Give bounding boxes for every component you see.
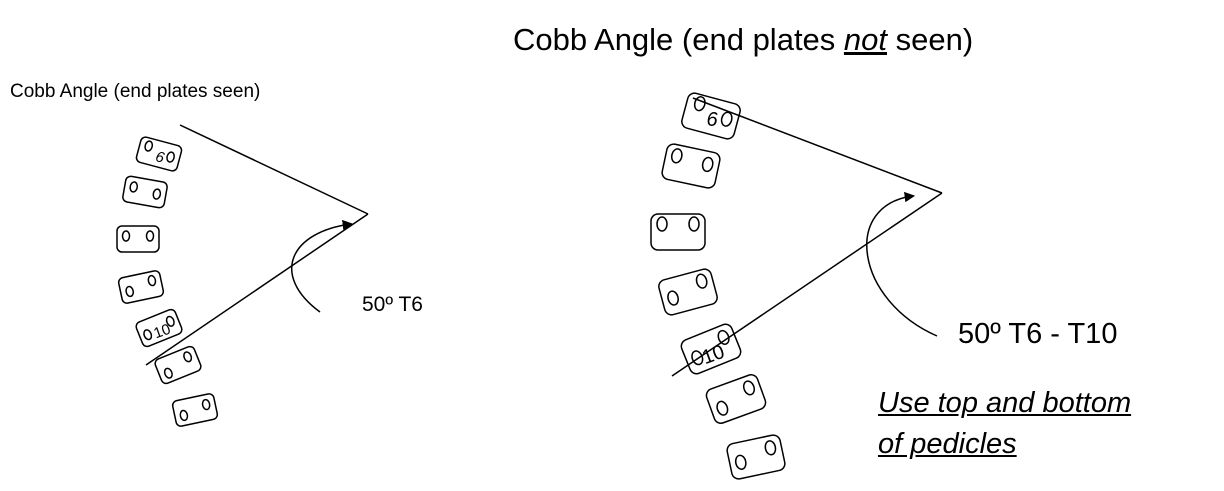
title-right-prefix: Cobb Angle (end plates — [513, 22, 844, 57]
vertebra-t8-left — [116, 225, 160, 253]
vertebra-t10-left — [135, 308, 183, 348]
vertebra-label-6-right: 6 — [706, 109, 718, 131]
vertebra-t7-left — [122, 175, 168, 209]
pedicle-note-line2: of pedicles — [878, 428, 1017, 460]
vertebra-t11-left — [154, 345, 202, 385]
right-lower-pedicle-line — [671, 192, 943, 377]
right-angle-arrow — [866, 191, 938, 337]
vertebra-t11-right — [705, 374, 767, 424]
left-cobb-lines — [145, 124, 369, 366]
left-angle-label: 50º T6 — [362, 293, 423, 316]
vertebra-t7-right — [661, 143, 721, 189]
right-cobb-lines — [671, 97, 943, 377]
vertebra-t6-left — [135, 136, 183, 172]
left-spine — [116, 136, 219, 427]
pedicle-note-line1: Use top and bottom — [878, 387, 1132, 419]
right-diagram-title: Cobb Angle (end plates not seen) — [513, 24, 973, 55]
vertebra-t9-right — [658, 268, 718, 316]
left-angle-arrow — [291, 219, 354, 313]
right-upper-pedicle-line — [692, 97, 943, 194]
vertebra-t6-right — [681, 92, 741, 140]
vertebra-t12-left — [171, 393, 219, 427]
vertebra-label-6-left: 6 — [154, 148, 167, 167]
right-angle-label: 50º T6 - T10 — [958, 318, 1118, 350]
vertebra-t12-right — [726, 434, 786, 480]
vertebra-t8-right — [650, 213, 706, 251]
vertebra-t9-left — [117, 270, 165, 304]
left-upper-endplate-line — [179, 124, 369, 215]
left-diagram-title: Cobb Angle (end plates seen) — [10, 81, 261, 102]
left-lower-endplate-line — [145, 213, 369, 366]
right-spine — [650, 92, 786, 480]
vertebra-label-10-left: 10 — [151, 321, 172, 343]
title-right-suffix: seen) — [887, 22, 974, 57]
title-right-emphasis: not — [843, 22, 888, 57]
